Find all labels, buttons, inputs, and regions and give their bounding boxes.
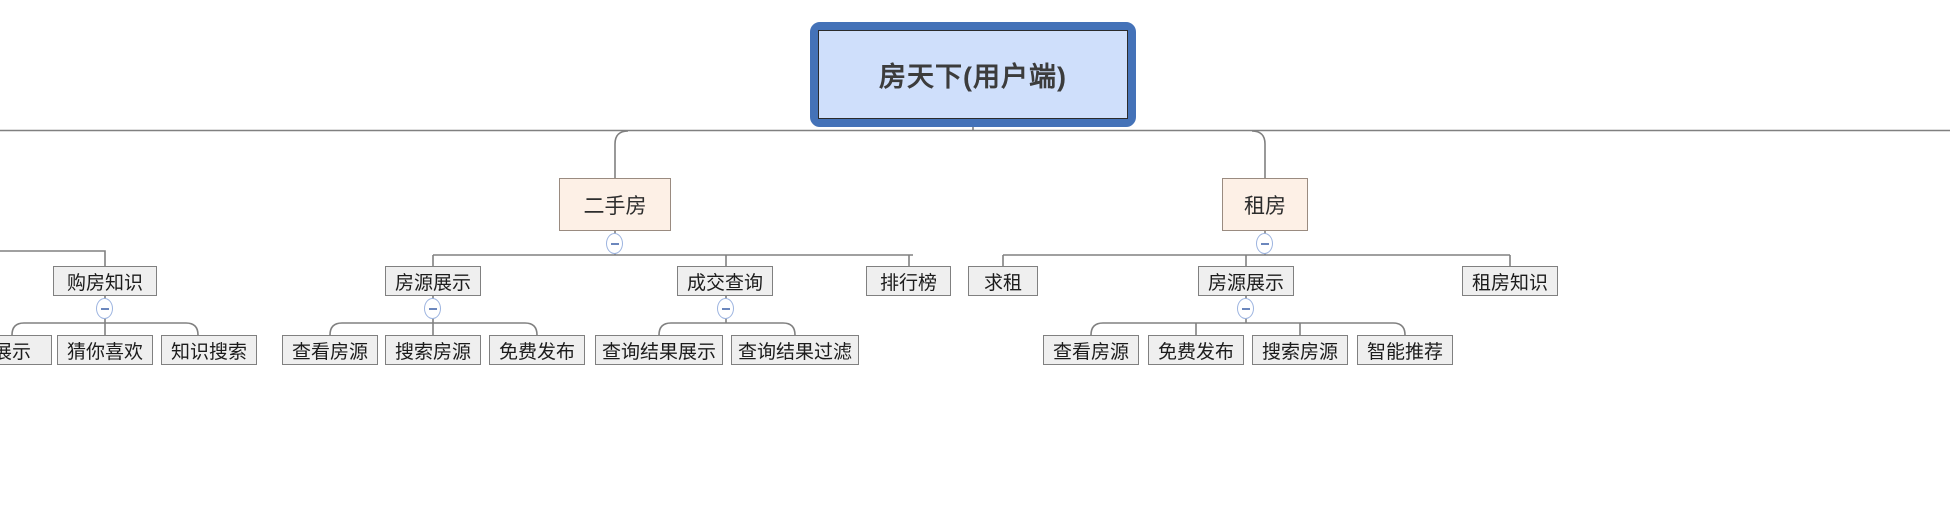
bus-fangyuanzhanshi-sale xyxy=(329,322,538,336)
node-zhishisousuo[interactable]: 知识搜索 xyxy=(161,335,257,365)
collapse-toggle-fangyuanzhanshi-sale[interactable] xyxy=(424,298,441,319)
node-goufangzhishi-label: 购房知识 xyxy=(66,272,143,294)
node-chakanfangyuan-sale[interactable]: 查看房源 xyxy=(282,335,378,365)
node-ershoufang-label: 二手房 xyxy=(583,194,647,218)
node-goufangzhishi[interactable]: 购房知识 xyxy=(53,266,157,296)
node-zufang[interactable]: 租房 xyxy=(1222,178,1308,231)
bus-fangyuanzhanshi-rent xyxy=(1090,322,1406,336)
node-cainixihuan-label: 猜你喜欢 xyxy=(66,341,143,363)
collapse-toggle-zufang[interactable] xyxy=(1256,233,1273,254)
node-chakanfangyuan-rent[interactable]: 查看房源 xyxy=(1043,335,1139,365)
node-sousuofangyuan-sale-label: 搜索房源 xyxy=(394,341,471,363)
node-zufang-label: 租房 xyxy=(1244,194,1286,218)
collapse-toggle-ershoufang[interactable] xyxy=(606,233,623,254)
node-zhinengtuijian-label: 智能推荐 xyxy=(1366,341,1443,363)
collapse-toggle-goufangzhishi[interactable] xyxy=(96,298,113,319)
node-zufangzhishi[interactable]: 租房知识 xyxy=(1462,266,1558,296)
node-zhanshi-label: 展示 xyxy=(0,341,31,363)
node-ershoufang[interactable]: 二手房 xyxy=(559,178,671,231)
node-paihangbang[interactable]: 排行榜 xyxy=(866,266,951,296)
bus-chengjiaochaxun xyxy=(658,322,796,336)
node-fangyuanzhanshi-rent[interactable]: 房源展示 xyxy=(1198,266,1294,296)
node-qiuzu[interactable]: 求租 xyxy=(968,266,1038,296)
node-chaxunjieguoguolv[interactable]: 查询结果过滤 xyxy=(731,335,859,365)
collapse-toggle-chengjiaochaxun[interactable] xyxy=(717,298,734,319)
node-sousuofangyuan-rent[interactable]: 搜索房源 xyxy=(1252,335,1348,365)
node-zhinengtuijian[interactable]: 智能推荐 xyxy=(1357,335,1453,365)
node-chaxunjieguozhanshi[interactable]: 查询结果展示 xyxy=(595,335,723,365)
node-chakanfangyuan-rent-label: 查看房源 xyxy=(1052,341,1129,363)
node-fangyuanzhanshi-sale-label: 房源展示 xyxy=(394,272,471,294)
edge-root-zufang xyxy=(1251,130,1266,178)
node-cainixihuan[interactable]: 猜你喜欢 xyxy=(57,335,153,365)
node-mianfeifabu-sale-label: 免费发布 xyxy=(498,341,575,363)
node-chaxunjieguoguolv-label: 查询结果过滤 xyxy=(737,341,852,363)
node-fangyuanzhanshi-rent-label: 房源展示 xyxy=(1207,272,1284,294)
node-chakanfangyuan-sale-label: 查看房源 xyxy=(291,341,368,363)
node-chaxunjieguozhanshi-label: 查询结果展示 xyxy=(601,341,716,363)
node-fangyuanzhanshi-sale[interactable]: 房源展示 xyxy=(385,266,481,296)
node-qiuzu-label: 求租 xyxy=(983,272,1022,294)
root-node-label: 房天下(用户端) xyxy=(818,30,1128,119)
edge-to-goufangzhishi xyxy=(0,250,106,266)
node-mianfeifabu-sale[interactable]: 免费发布 xyxy=(489,335,585,365)
bus-goufangzhishi xyxy=(11,322,199,336)
node-chengjiaochaxun[interactable]: 成交查询 xyxy=(677,266,773,296)
node-paihangbang-label: 排行榜 xyxy=(879,272,937,294)
root-node-fangtianxia[interactable]: 房天下(用户端) xyxy=(810,22,1136,127)
node-zhishisousuo-label: 知识搜索 xyxy=(170,341,247,363)
collapse-toggle-fangyuanzhanshi-rent[interactable] xyxy=(1237,298,1254,319)
edge-root-ershoufang xyxy=(614,130,629,178)
node-sousuofangyuan-sale[interactable]: 搜索房源 xyxy=(385,335,481,365)
node-mianfeifabu-rent-label: 免费发布 xyxy=(1157,341,1234,363)
node-sousuofangyuan-rent-label: 搜索房源 xyxy=(1261,341,1338,363)
node-zhanshi[interactable]: 展示 xyxy=(0,335,52,365)
node-mianfeifabu-rent[interactable]: 免费发布 xyxy=(1148,335,1244,365)
node-zufangzhishi-label: 租房知识 xyxy=(1471,272,1548,294)
node-chengjiaochaxun-label: 成交查询 xyxy=(686,272,763,294)
